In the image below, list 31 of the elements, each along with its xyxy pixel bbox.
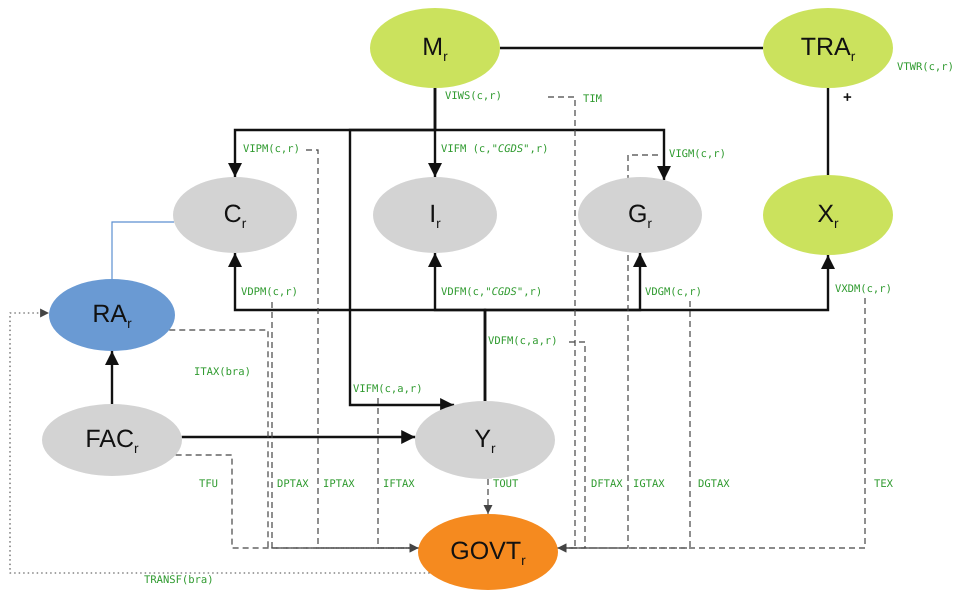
edge-label: VIFM (c,"CGDS",r) bbox=[440, 143, 550, 156]
edge-label: VDGM(c,r) bbox=[644, 286, 703, 299]
edge-label: ITAX(bra) bbox=[193, 366, 252, 379]
node-label: M$_{r}$ bbox=[422, 32, 448, 64]
dashed-arrow bbox=[9, 308, 430, 574]
node-label: RA$_{r}$ bbox=[92, 300, 132, 330]
edge-label: VIGM(c,r) bbox=[668, 148, 727, 161]
connector-line bbox=[826, 88, 830, 175]
node-label: TRA$_{r}$ bbox=[800, 32, 856, 64]
edge-label: VXDM(c,r) bbox=[834, 283, 893, 296]
flow-label: VIWS(c,r) bbox=[444, 90, 503, 103]
arrow bbox=[484, 255, 835, 401]
node-label: FAC$_{r}$ bbox=[85, 424, 139, 456]
node-label: X$_{r}$ bbox=[817, 200, 839, 230]
node-label: G$_{r}$ bbox=[628, 200, 652, 230]
dashed-arrow bbox=[377, 398, 418, 552]
connector-line bbox=[500, 46, 763, 50]
dashed-arrow bbox=[484, 478, 492, 514]
arrow bbox=[105, 351, 119, 404]
arrow bbox=[348, 88, 454, 412]
flow-label: VTWR(c,r) bbox=[896, 61, 955, 74]
node-label: GOVT$_{r}$ bbox=[450, 536, 526, 568]
sign-label: + bbox=[842, 91, 853, 104]
node-label: I$_{r}$ bbox=[429, 200, 441, 230]
arrow bbox=[182, 430, 416, 444]
edge-label: VIPM(c,r) bbox=[242, 143, 301, 156]
edge-label: VDPM(c,r) bbox=[240, 286, 299, 299]
dashed-arrow bbox=[558, 298, 866, 552]
node-label: C$_{r}$ bbox=[224, 200, 246, 230]
node-label: Y$_{r}$ bbox=[474, 424, 496, 456]
connector-line bbox=[111, 221, 174, 279]
